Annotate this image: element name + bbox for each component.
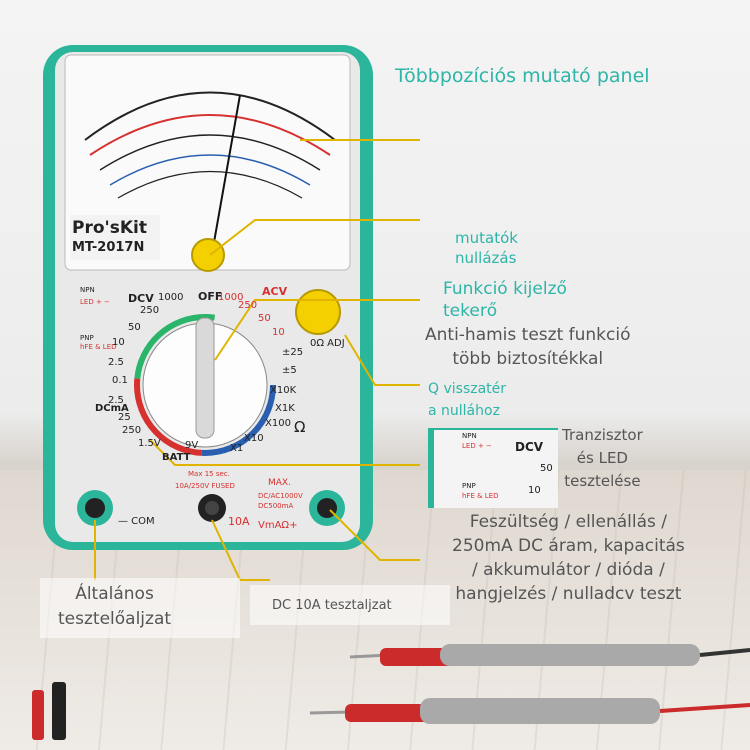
a10-label: 10A [228, 515, 250, 528]
dial-left-value: 250 [122, 425, 142, 436]
pointer-zero-knob[interactable] [191, 238, 225, 272]
dial-left-value: 2.5 [108, 395, 124, 406]
dial-right-value: ±5 [282, 365, 297, 376]
callout-function-display: Funkció kijelző tekerő [443, 279, 567, 321]
inset-pnp: PNP [462, 482, 476, 490]
dial-right-value: 250 [238, 300, 258, 311]
callout-pointer-panel: Többpozíciós mutató panel [395, 65, 650, 87]
dial-left-value: 0.1 [112, 375, 128, 386]
dial-right-value: 1000 [218, 292, 244, 303]
dc500-label: DC500mA [258, 502, 294, 510]
x1k-label: X1K [275, 403, 295, 414]
inset-led: LED + − [462, 442, 492, 450]
inset-dcv: DCV [515, 440, 544, 454]
x100-label: X100 [265, 418, 291, 429]
batt-label: BATT [162, 452, 191, 463]
dial-left-value: 10 [112, 337, 125, 348]
dial-right-value: 50 [258, 313, 271, 324]
v9-label: 9V [185, 440, 199, 451]
model-label: MT-2017N [72, 240, 145, 255]
dcv-label: DCV [128, 292, 154, 305]
callout-anti-fake: Anti-hamis teszt funkció több biztosíték… [425, 325, 631, 369]
dial-left-value: 50 [128, 322, 141, 333]
dial-right-value: 10 [272, 327, 285, 338]
com-label: — COM [118, 516, 155, 527]
x10-label: X10 [244, 433, 264, 444]
vmaq-label: VmAΩ+ [258, 520, 298, 531]
off-label: OFF [198, 290, 223, 303]
callout-dc10a-socket: DC 10A tesztaljzat [272, 598, 392, 613]
led-label: LED + − [80, 298, 110, 306]
dcma-label: DCmA [95, 403, 129, 414]
callout-transistor-led: Tranzisztor és LED tesztelése [562, 426, 643, 490]
callout-lines [94, 139, 420, 581]
callout-general-socket: Általános tesztelőaljzat [58, 584, 172, 629]
multimeter-body [43, 45, 373, 550]
callout-pointer-zero: mutatók nullázás [455, 229, 518, 267]
brand-logo: Pro'sKit [72, 218, 147, 238]
inset-10: 10 [528, 485, 541, 496]
test-sockets [77, 490, 345, 526]
inset-50: 50 [540, 463, 553, 474]
fused-label: 10A/250V FUSED [175, 482, 235, 490]
dial-left-value: 25 [118, 412, 131, 423]
dial-left-value: 1000 [158, 292, 184, 303]
ohm-adjust-knob[interactable] [295, 289, 341, 335]
brand-plate [70, 215, 160, 260]
meter-needle [209, 94, 241, 266]
callout-q-return: Q visszatér a nullához [428, 381, 507, 419]
dcac-label: DC/AC1000V [258, 492, 303, 500]
pnp-label: PNP [80, 334, 94, 342]
inset-npn: NPN [462, 432, 477, 440]
meter-scale [84, 91, 336, 199]
v15-label: 1.5V [138, 438, 161, 449]
function-dial[interactable] [134, 314, 276, 456]
dial-left-value: 250 [140, 305, 160, 316]
acv-label: ACV [262, 285, 288, 298]
max-label: MAX. [268, 478, 291, 488]
callout-general-plate [40, 578, 240, 638]
ohm-symbol: Ω [294, 418, 306, 436]
hfe-led-label: hFE & LED [80, 343, 117, 351]
inset-hfe: hFE & LED [462, 492, 499, 500]
dial-left-value: 2.5 [108, 357, 124, 368]
x1-label: X1 [230, 443, 244, 454]
dial-right-value: ±25 [282, 347, 304, 358]
ohm-adjust-label: 0Ω ADJ [310, 338, 345, 349]
test-leads [32, 644, 750, 740]
transistor-inset [428, 428, 558, 508]
callout-dc10a-plate [250, 585, 450, 625]
x10k-label: X10K [270, 385, 297, 396]
npn-label: NPN [80, 286, 95, 294]
max15-label: Max 15 sec. [188, 470, 230, 478]
callout-voltage-resist: Feszültség / ellenállás / 250mA DC áram,… [452, 512, 685, 604]
